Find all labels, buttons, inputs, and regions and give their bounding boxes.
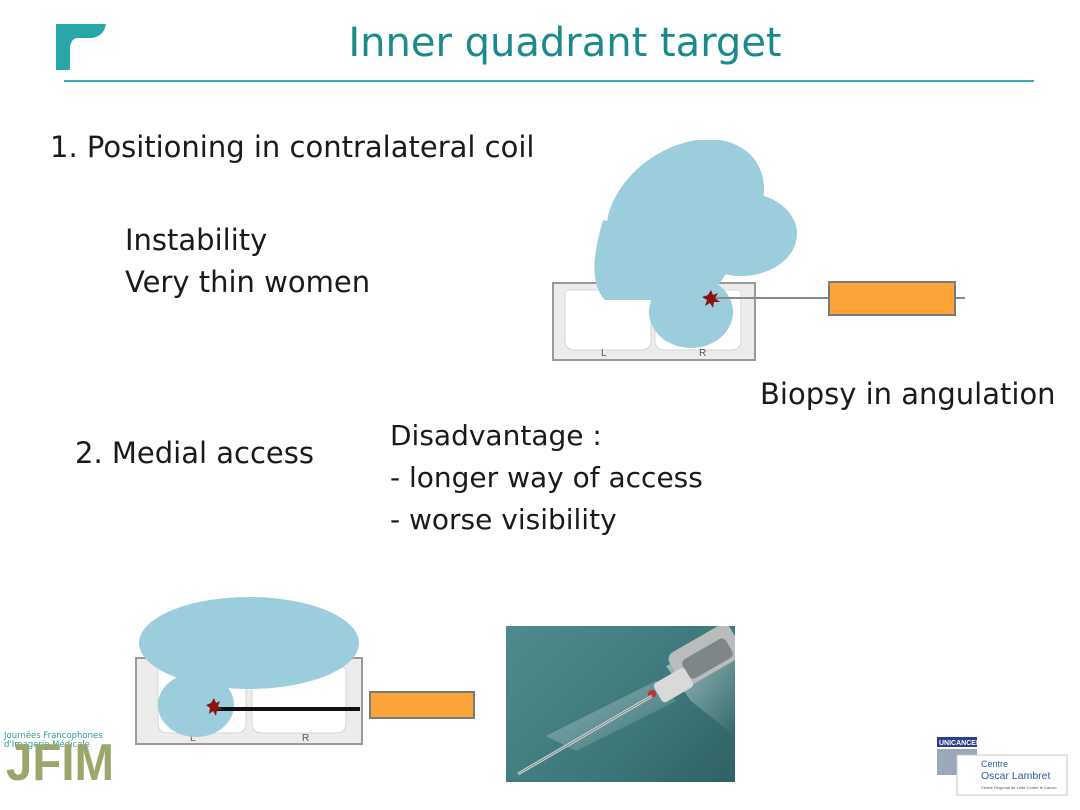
centre-oscar-lambret-logo: UNICANCER Centre Oscar Lambret Centre Ré… bbox=[935, 735, 1068, 797]
disadvantage-heading: Disadvantage : bbox=[390, 419, 602, 452]
disadvantage-item-worse-visibility: - worse visibility bbox=[390, 503, 617, 536]
corner-logo-icon bbox=[56, 24, 106, 70]
coil-left-label: L bbox=[601, 348, 607, 359]
patient-body-shape bbox=[594, 140, 797, 348]
oscar-lambret-label: Oscar Lambret bbox=[981, 770, 1051, 782]
centre-label: Centre bbox=[981, 759, 1008, 769]
coil-left-label: L bbox=[190, 733, 196, 744]
jfim-mark: JFIM bbox=[6, 734, 114, 786]
needle-holder bbox=[828, 281, 956, 316]
disadvantage-item-longer-access: - longer way of access bbox=[390, 461, 703, 494]
contralateral-coil-diagram: L R bbox=[552, 140, 965, 361]
jfim-logo: JFIM Journées Francophones d'Imagerie Mé… bbox=[4, 730, 118, 808]
medial-access-diagram: L R bbox=[135, 597, 475, 745]
jfim-mark-icon: JFIM bbox=[6, 734, 114, 786]
caption-biopsy-angulation: Biopsy in angulation bbox=[760, 377, 1056, 411]
lesion-icon bbox=[206, 698, 222, 716]
point-2-heading: 2. Medial access bbox=[75, 436, 314, 470]
point-1-note-instability: Instability bbox=[125, 223, 268, 257]
point-1-note-thin-women: Very thin women bbox=[125, 265, 371, 299]
needle-holder bbox=[369, 691, 475, 719]
jfim-subtitle-line1: Journées Francophones bbox=[4, 731, 103, 741]
point-1-heading: 1. Positioning in contralateral coil bbox=[50, 130, 535, 164]
lesion-icon bbox=[702, 290, 720, 308]
coil-right-label: R bbox=[699, 348, 706, 359]
centre-sub-label: Centre Régional de Lutte Contre le Cance… bbox=[981, 785, 1057, 790]
title-divider bbox=[64, 80, 1034, 82]
unicancer-label: UNICANCER bbox=[939, 740, 981, 747]
jfim-subtitle-line2: d'Imagerie Médicale bbox=[4, 740, 90, 750]
slide-title: Inner quadrant target bbox=[348, 20, 782, 66]
coil-right-label: R bbox=[302, 733, 309, 744]
patient-body-shape bbox=[139, 597, 359, 737]
biopsy-device-photo bbox=[506, 626, 735, 782]
